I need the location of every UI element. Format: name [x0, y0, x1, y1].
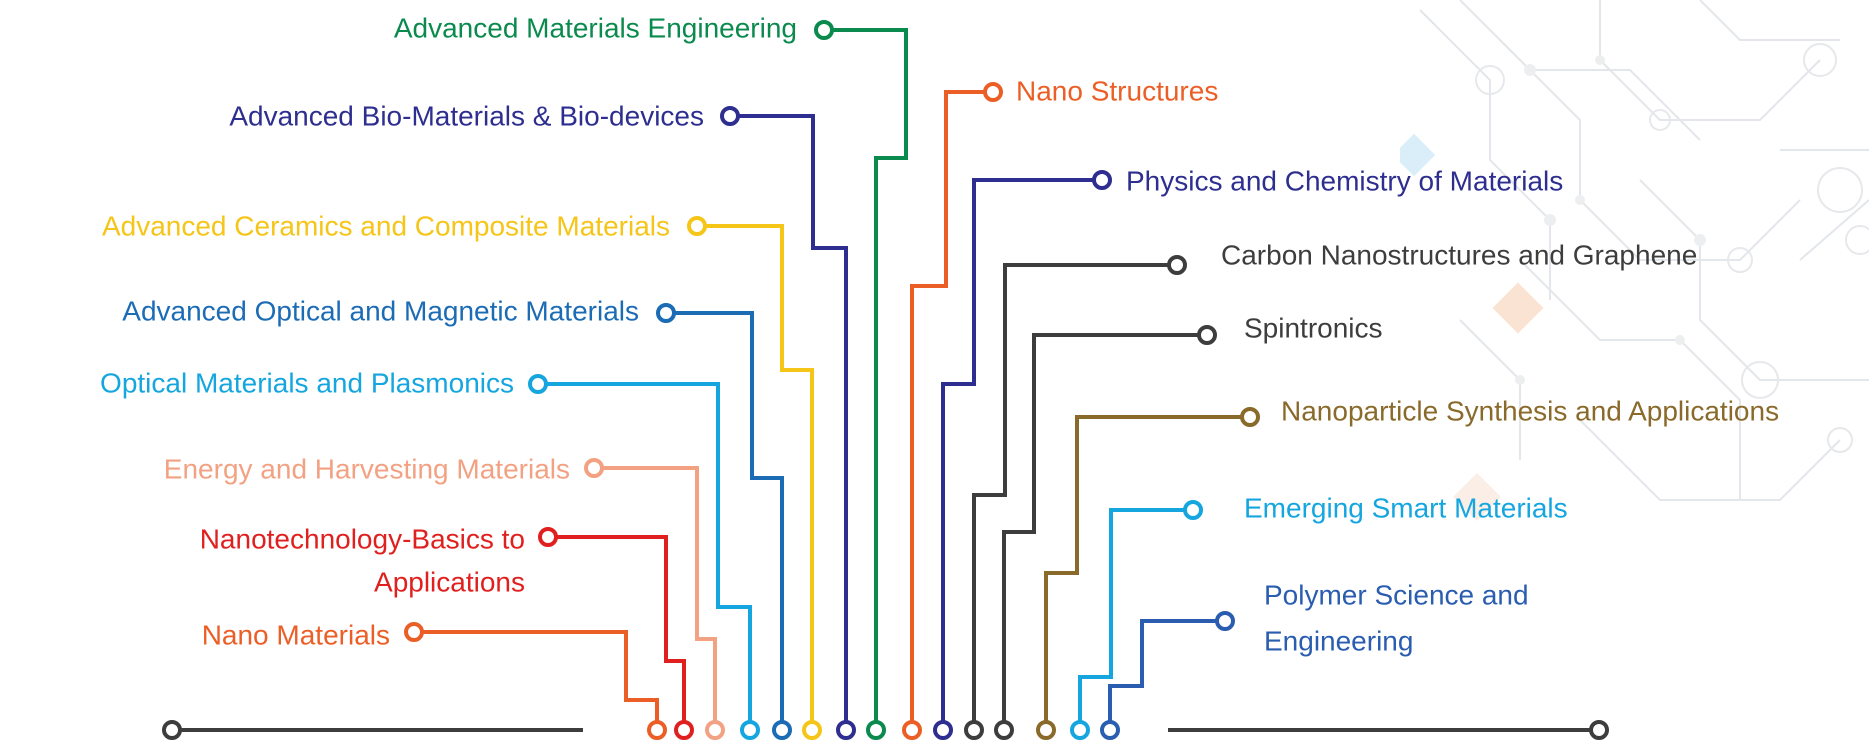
baseline-node — [705, 720, 725, 740]
connector-line — [738, 114, 848, 727]
topic-label: Advanced Optical and Magnetic Materials — [122, 295, 639, 326]
topic-5: Optical Materials and Plasmonics — [100, 367, 760, 740]
label-node — [584, 458, 604, 478]
baseline-node — [902, 720, 922, 740]
label-node — [983, 82, 1003, 102]
connector-line — [910, 90, 985, 727]
topic-2: Advanced Bio-Materials & Bio-devices — [229, 100, 856, 740]
connector-line — [1078, 508, 1185, 727]
topic-label: Advanced Materials Engineering — [394, 12, 797, 43]
label-node — [814, 20, 834, 40]
label-node — [656, 303, 676, 323]
topic-13: Nanoparticle Synthesis and Applications — [1036, 395, 1779, 740]
connector-line — [972, 263, 1169, 727]
topic-label: Energy and Harvesting Materials — [164, 453, 570, 484]
topic-1: Advanced Materials Engineering — [394, 12, 908, 740]
topic-6: Energy and Harvesting Materials — [164, 453, 725, 740]
topic-label-line2: Applications — [374, 566, 525, 597]
connector-line — [556, 535, 686, 727]
label-node — [720, 106, 740, 126]
topic-11: Carbon Nanostructures and Graphene — [964, 239, 1697, 740]
topic-12: Spintronics — [994, 312, 1383, 740]
baseline-node — [1070, 720, 1090, 740]
topic-label: Advanced Bio-Materials & Bio-devices — [229, 100, 704, 131]
topic-9: Nano Structures — [902, 75, 1218, 740]
label-node — [538, 527, 558, 547]
connector-line — [941, 178, 1094, 727]
baseline-node — [964, 720, 984, 740]
label-node — [1183, 500, 1203, 520]
label-node — [528, 374, 548, 394]
topic-4: Advanced Optical and Magnetic Materials — [122, 295, 792, 740]
topic-label: Spintronics — [1244, 312, 1383, 343]
label-node — [1240, 407, 1260, 427]
topic-label: Emerging Smart Materials — [1244, 492, 1568, 523]
connector-line — [422, 630, 659, 727]
topic-10: Physics and Chemistry of Materials — [933, 165, 1563, 740]
label-node — [687, 216, 707, 236]
connector-line — [602, 466, 717, 727]
topic-3: Advanced Ceramics and Composite Material… — [102, 210, 822, 740]
label-node — [1215, 611, 1235, 631]
topic-8: Nano Materials — [202, 619, 667, 740]
topic-label: Advanced Ceramics and Composite Material… — [102, 210, 670, 241]
topic-14: Emerging Smart Materials — [1070, 492, 1568, 740]
label-node — [404, 622, 424, 642]
baseline-node — [994, 720, 1014, 740]
baseline-node — [802, 720, 822, 740]
baseline-node — [836, 720, 856, 740]
topic-label: Polymer Science and — [1264, 579, 1529, 610]
connector-line — [1002, 333, 1199, 727]
label-node — [1167, 255, 1187, 275]
baseline-right-node — [1589, 720, 1609, 740]
topic-7: Nanotechnology-Basics to Applications — [200, 523, 694, 740]
topic-label-line2: Engineering — [1264, 625, 1413, 656]
topic-label: Nanoparticle Synthesis and Applications — [1281, 395, 1779, 426]
connector-line — [1044, 415, 1242, 727]
circuit-decoration — [1400, 0, 1869, 522]
topic-label: Optical Materials and Plasmonics — [100, 367, 514, 398]
baseline-node — [740, 720, 760, 740]
baseline-node — [933, 720, 953, 740]
baseline-left-node — [162, 720, 182, 740]
label-node — [1197, 325, 1217, 345]
baseline-node — [866, 720, 886, 740]
topic-label: Physics and Chemistry of Materials — [1126, 165, 1563, 196]
label-node — [1092, 170, 1112, 190]
baseline-node — [674, 720, 694, 740]
baseline-node — [647, 720, 667, 740]
topic-label: Nano Structures — [1016, 75, 1218, 106]
connector-line — [1108, 619, 1217, 727]
topic-label: Nano Materials — [202, 619, 390, 650]
topic-label: Carbon Nanostructures and Graphene — [1221, 239, 1697, 270]
baseline-node — [1036, 720, 1056, 740]
topic-label: Nanotechnology-Basics to — [200, 523, 525, 554]
baseline-node — [772, 720, 792, 740]
baseline-node — [1100, 720, 1120, 740]
connector-line — [546, 382, 752, 727]
connector-line — [705, 224, 814, 727]
connector-line — [674, 311, 784, 727]
connector-line — [832, 28, 908, 727]
